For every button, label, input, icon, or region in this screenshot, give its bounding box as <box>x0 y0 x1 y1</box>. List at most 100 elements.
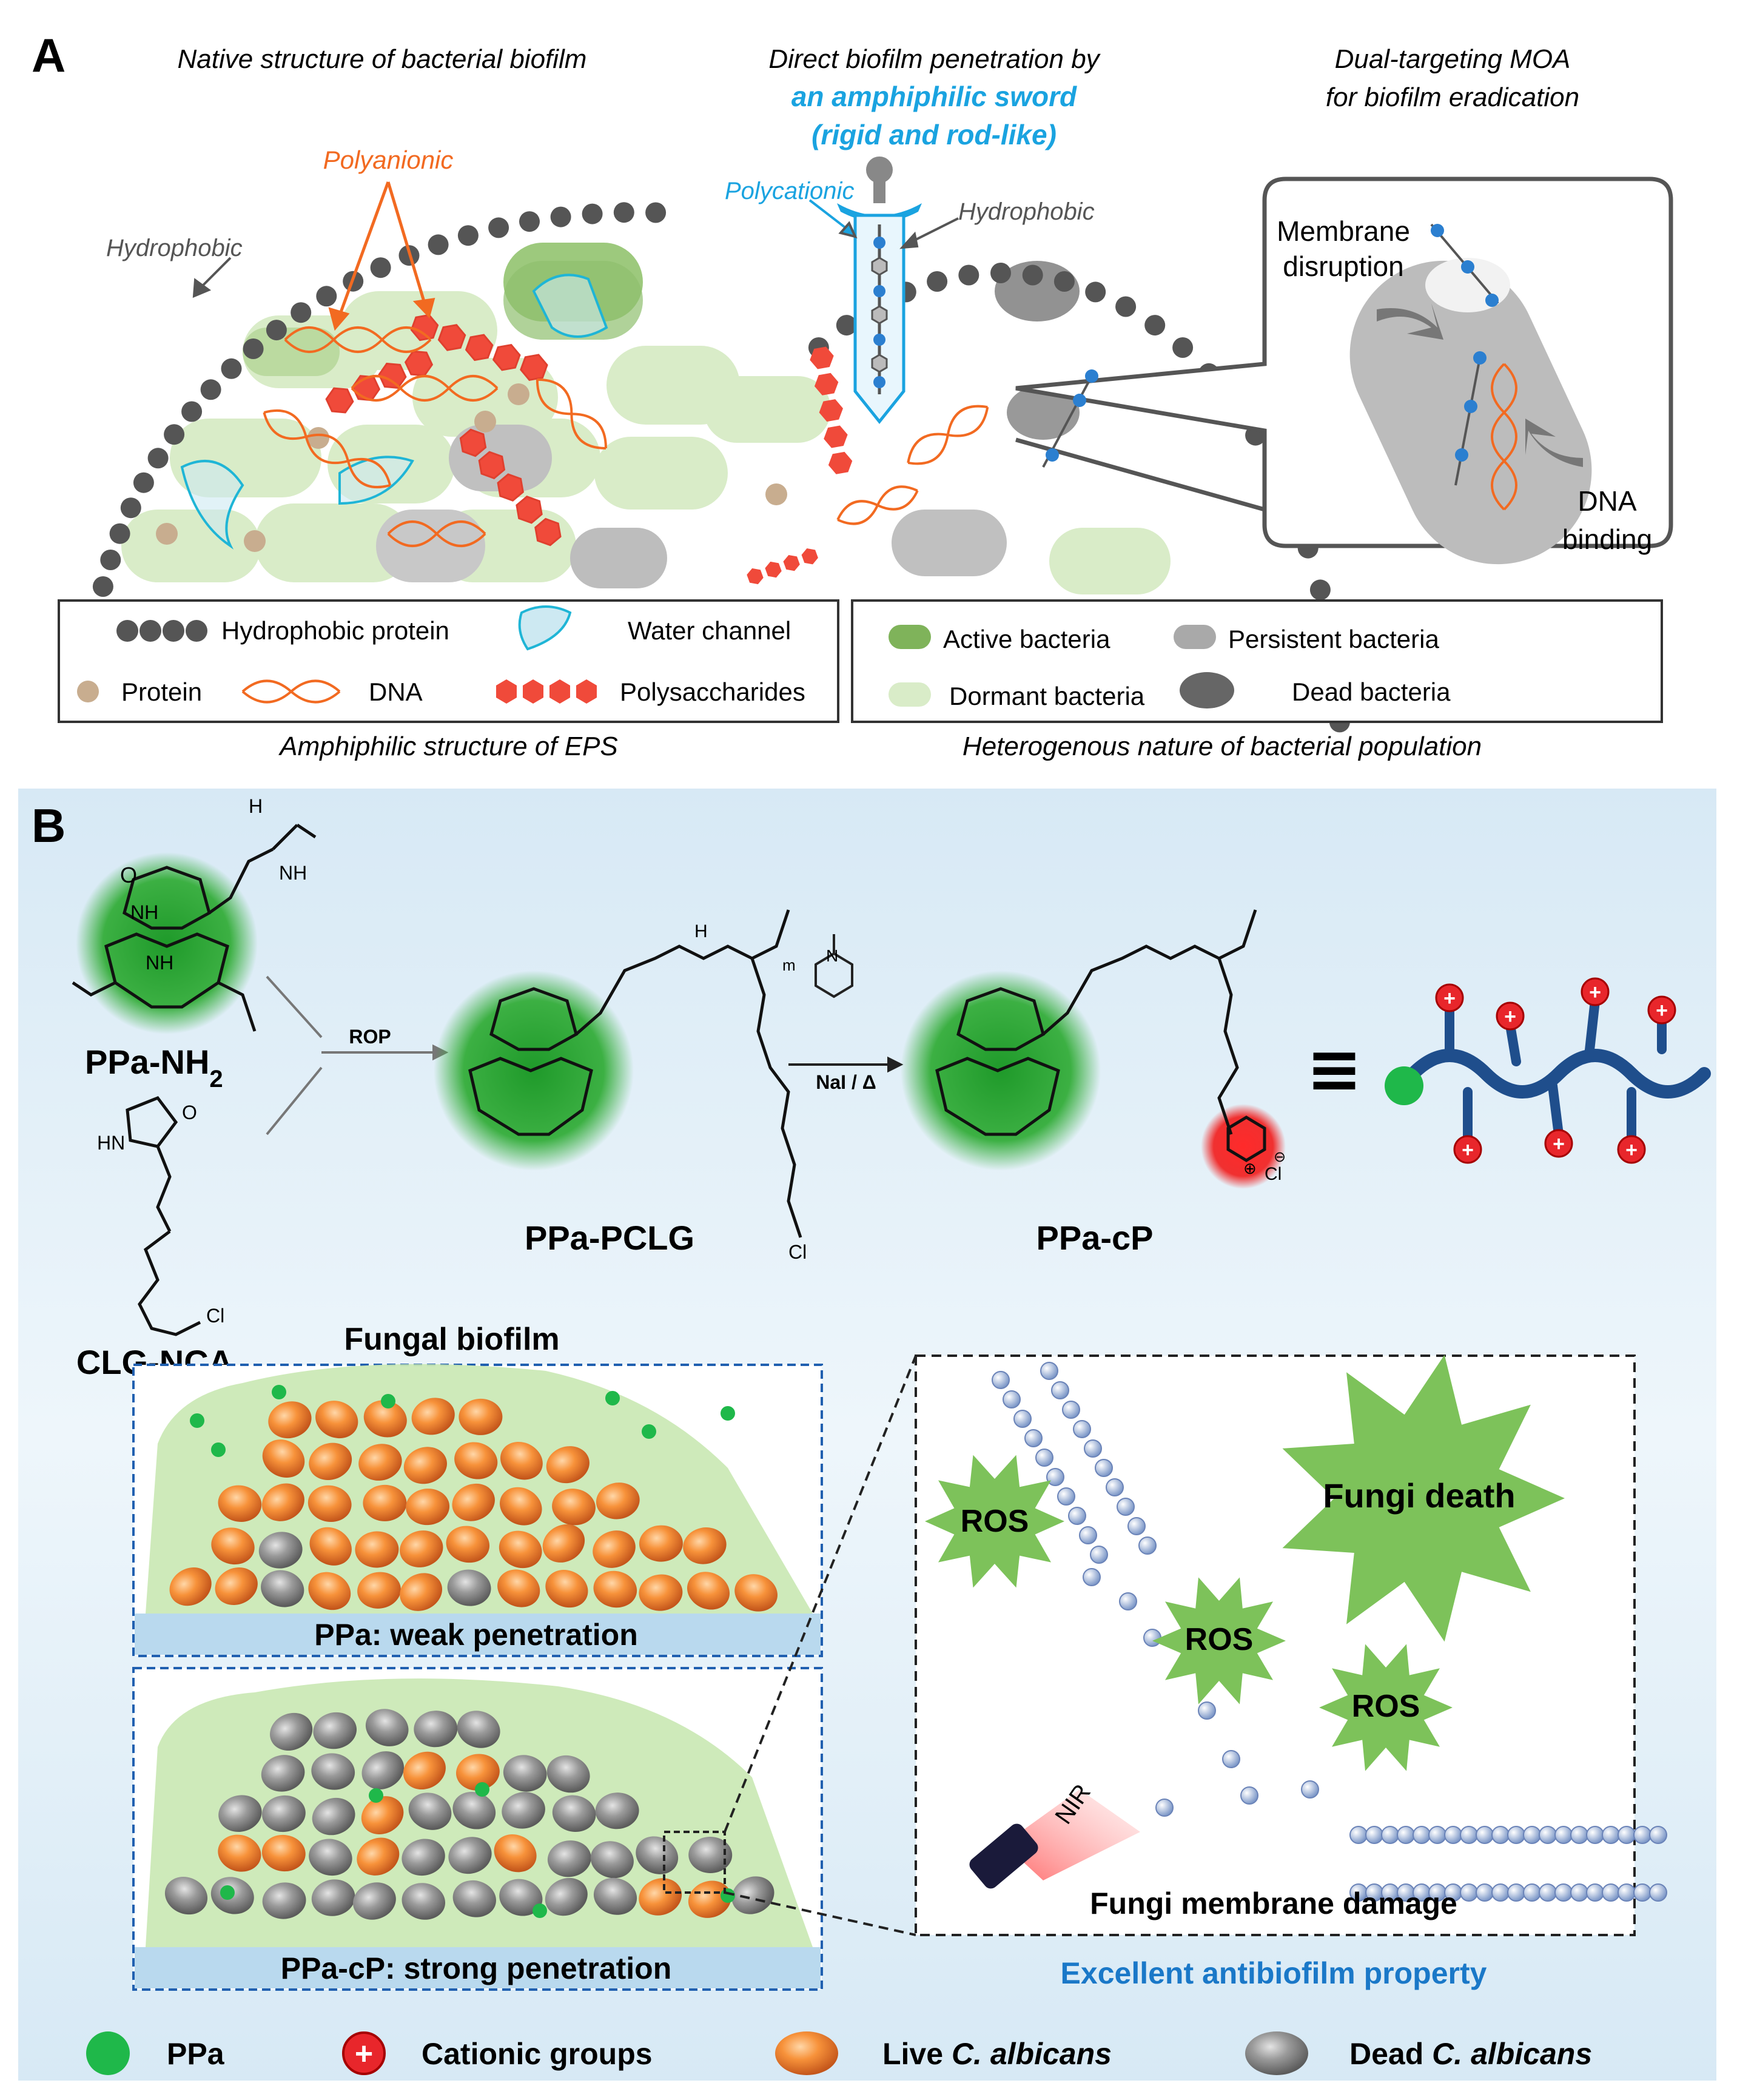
lipid-bead <box>1013 1410 1032 1428</box>
ppa-dot <box>605 1391 620 1405</box>
lipid-bead <box>1428 1826 1446 1844</box>
hydrophobic-bead <box>958 264 979 286</box>
hydrophobic-bead <box>200 379 221 400</box>
live-cell <box>361 1796 404 1835</box>
chem-nh-1: NH <box>130 901 158 923</box>
live-cell <box>211 1527 255 1565</box>
live-cell <box>500 1487 542 1526</box>
hydrophobic-bead <box>221 358 242 379</box>
dead-cell <box>502 1792 545 1829</box>
lipid-bead <box>1460 1826 1478 1844</box>
hydrophobic-bead <box>1053 271 1075 292</box>
dead-cell <box>452 1792 496 1829</box>
ppa-dot <box>220 1885 235 1900</box>
svg-text:+: + <box>355 2036 373 2071</box>
legend-hydrophobic-protein: Hydrophobic protein <box>221 616 449 645</box>
legend-right-caption: Heterogenous nature of bacterial populat… <box>963 732 1482 761</box>
hydrophobic-bead <box>243 338 264 359</box>
chem-nh-2: NH <box>146 952 173 974</box>
lipid-bead <box>1554 1883 1573 1902</box>
live-cell <box>639 1574 683 1611</box>
ppa-dot <box>642 1424 656 1439</box>
hydrophobic-bead <box>457 225 479 246</box>
ros-label-1: ROS <box>961 1504 1029 1539</box>
dead-cell <box>258 1532 303 1569</box>
lipid-bead <box>1106 1478 1124 1496</box>
live-cell <box>357 1837 400 1876</box>
cationic-plus-marker <box>1453 1135 1482 1164</box>
ppa-cp-label: PPa-cP <box>1036 1219 1154 1257</box>
biofilm-box-strong <box>132 1667 823 1991</box>
live-cell <box>215 1567 258 1605</box>
legend-live: Live C. albicans <box>882 2037 1112 2071</box>
lipid-bead <box>1138 1536 1157 1555</box>
clg-nca-structure <box>126 1095 201 1336</box>
hydrophobic-bead <box>550 206 571 227</box>
chem-n-1: N <box>826 946 838 965</box>
legend-left-caption: Amphiphilic structure of EPS <box>278 732 618 761</box>
ppa-dot <box>369 1788 383 1803</box>
lipid-bead <box>1117 1498 1135 1516</box>
chem-plus-1: ⊕ <box>1243 1160 1257 1178</box>
lipid-bead <box>1349 1826 1368 1844</box>
live-cell <box>500 1441 543 1480</box>
live-cell <box>734 1574 778 1612</box>
live-cell <box>357 1572 401 1609</box>
legend-left <box>58 599 839 723</box>
chem-o-2: O <box>182 1102 197 1123</box>
hydrophobic-bead <box>147 448 169 469</box>
dead-cell <box>401 1839 445 1876</box>
ros-label-2: ROS <box>1185 1622 1254 1657</box>
legend-water-channel: Water channel <box>628 616 791 645</box>
chem-hn-1: HN <box>97 1132 125 1154</box>
live-cell <box>315 1401 358 1439</box>
lipid-bead <box>1444 1826 1462 1844</box>
hydrophobic-bead <box>316 286 337 307</box>
panel-a-letter: A <box>32 29 66 82</box>
live-cell <box>593 1570 637 1608</box>
lipid-bead <box>1095 1459 1113 1477</box>
cationic-plus-marker <box>1496 1001 1525 1031</box>
label-polycationic: Polycationic <box>725 178 854 204</box>
hydrophobic-bead <box>164 424 185 445</box>
cationic-plus-marker <box>1581 977 1610 1006</box>
lipid-bead <box>1119 1592 1137 1610</box>
dead-cell <box>593 1877 637 1915</box>
live-cell <box>363 1400 407 1438</box>
dead-cell <box>261 1755 305 1792</box>
dead-cell <box>452 1880 496 1917</box>
dead-cell <box>545 1877 588 1916</box>
live-cell <box>309 1527 352 1566</box>
hydrophobic-bead <box>582 203 603 224</box>
lipid-bead <box>1090 1546 1108 1564</box>
live-cell <box>400 1530 443 1567</box>
hydrophobic-bead <box>370 257 391 278</box>
legend-dead-species: C. albicans <box>1432 2037 1592 2071</box>
amphiphilic-sword <box>837 156 922 425</box>
legend-right <box>851 599 1663 723</box>
dead-cell <box>312 1797 355 1836</box>
live-cell <box>452 1483 495 1521</box>
lipid-bead <box>1523 1826 1541 1844</box>
dead-cell <box>401 1883 446 1920</box>
dead-cell <box>547 1840 591 1877</box>
live-cell <box>639 1878 682 1916</box>
ppa-dot <box>533 1903 547 1918</box>
live-cell <box>403 1447 447 1484</box>
dead-cell <box>457 1711 500 1748</box>
chem-h-2: H <box>694 921 708 941</box>
dead-cell <box>590 1841 634 1879</box>
lipid-bead <box>1155 1799 1174 1817</box>
lipid-bead <box>1084 1439 1102 1458</box>
lipid-bead <box>1046 1468 1064 1486</box>
legend-dormant: Dormant bacteria <box>949 682 1145 710</box>
lipid-bead <box>1035 1449 1053 1467</box>
dead-cell <box>503 1755 547 1792</box>
dead-cell <box>218 1795 262 1832</box>
dead-cell <box>688 1836 733 1874</box>
ppa-nh2-main: PPa-NH <box>85 1043 209 1081</box>
ppa-nh2-structure <box>72 823 317 1034</box>
biofilm-box-weak <box>132 1364 823 1657</box>
live-cell <box>596 1482 640 1519</box>
lipid-bead <box>1633 1883 1651 1902</box>
